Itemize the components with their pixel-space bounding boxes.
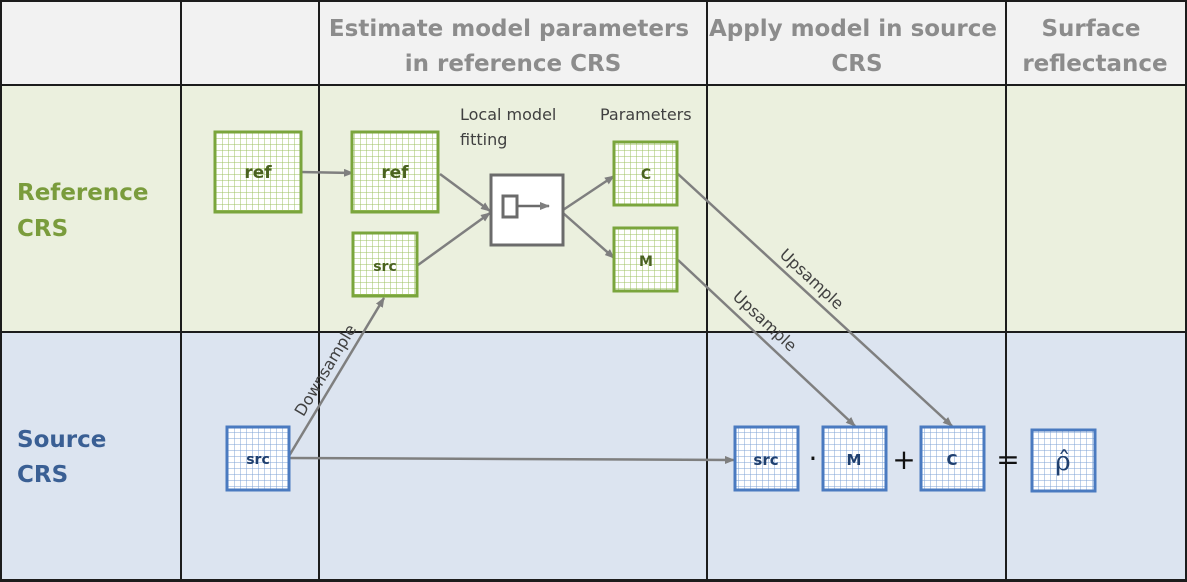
header-cell-corner — [2, 2, 180, 84]
grid-ref: ref — [350, 130, 440, 214]
arrow-src-to-src — [288, 455, 735, 464]
rho-hat-symbol: ρ̂ — [1055, 447, 1070, 477]
grid-m-upsampled-label: M — [847, 451, 862, 469]
model-window-icon — [501, 194, 519, 219]
header-cell-apply — [708, 2, 1005, 84]
grid-param-m-label: M — [639, 254, 653, 270]
arrows — [287, 168, 953, 464]
arrow-src-to-fitting — [417, 211, 491, 267]
column-header-apply: Apply model in source CRS — [709, 16, 1005, 77]
arrow-ref-to-fitting — [439, 172, 491, 213]
grid-c-upsampled-label: C — [946, 451, 957, 469]
arrow-ref-to-ref — [299, 168, 354, 177]
grid-src-apply-label: src — [753, 451, 778, 469]
local-model-fitting-box — [489, 173, 565, 247]
row-label-source: Source CRS — [17, 427, 114, 488]
source-cell-2 — [320, 333, 706, 579]
row-label-reference: Reference CRS — [17, 180, 156, 242]
operator-equals: = — [996, 443, 1019, 476]
arrow-upsample-c — [677, 173, 953, 427]
grid-src-input: src — [225, 425, 291, 492]
operator-dot: · — [809, 442, 818, 475]
reference-cell-4 — [1007, 86, 1185, 331]
grid-c-upsampled: C — [919, 425, 986, 492]
header-cell-surface — [1007, 2, 1185, 84]
grid-ref-input-label: ref — [244, 163, 272, 183]
grid-src-input-label: src — [246, 452, 270, 468]
arrow-fitting-to-m — [562, 212, 615, 259]
reference-row-label-cell — [2, 86, 180, 331]
grid-param-c-label: C — [641, 167, 651, 183]
header-cell-estimate — [320, 2, 706, 84]
local-model-fitting-label: Local model fitting — [460, 105, 561, 149]
arrow-fitting-to-c — [562, 174, 615, 212]
grid-m-upsampled: M — [821, 425, 888, 492]
reference-cell-3 — [708, 86, 1005, 331]
header-cell-empty — [182, 2, 318, 84]
grid-surface-reflectance: ρ̂ — [1030, 428, 1097, 493]
grid-ref-input: ref — [213, 130, 303, 214]
operator-plus: + — [892, 443, 915, 476]
grid-src-downsampled-label: src — [373, 259, 397, 275]
parameters-label: Parameters — [600, 105, 692, 124]
column-header-estimate: Estimate model parameters in reference C… — [329, 16, 697, 77]
grid-ref-label: ref — [381, 163, 409, 183]
arrow-downsample — [287, 297, 386, 457]
grid-src-apply: src — [733, 425, 800, 492]
source-row-label-cell — [2, 333, 180, 579]
column-header-surface: Surface reflectance — [1022, 16, 1167, 77]
grid-src-downsampled: src — [351, 231, 419, 298]
arrow-upsample-m — [677, 259, 856, 427]
grid-param-c: C — [612, 140, 679, 207]
grid-param-m: M — [612, 226, 679, 293]
